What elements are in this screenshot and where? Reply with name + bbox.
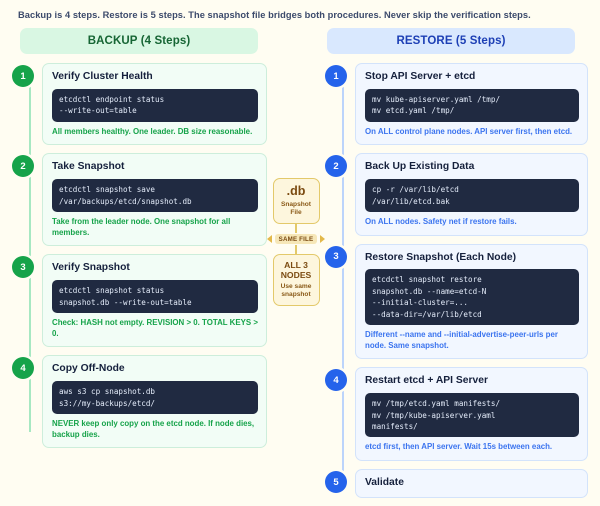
- restore-step-4: 4 Restart etcd + API Server mv /tmp/etcd…: [325, 367, 588, 462]
- backup-column-header: BACKUP (4 Steps): [20, 28, 258, 54]
- restore-step-list: 1 Stop API Server + etcd mv kube-apiserv…: [325, 63, 588, 498]
- all-nodes-line1: ALL 3: [284, 260, 308, 271]
- backup-column: BACKUP (4 Steps) 1 Verify Cluster Health…: [12, 28, 267, 456]
- snapshot-file-extension: .db: [286, 184, 306, 198]
- step-note: Different --name and --initial-advertise…: [365, 330, 558, 350]
- step-command-block: etcdctl snapshot status snapshot.db --wr…: [52, 280, 258, 313]
- restore-step-3: 3 Restore Snapshot (Each Node) etcdctl s…: [325, 243, 588, 360]
- step-note: NEVER keep only copy on the etcd node. I…: [52, 418, 255, 439]
- step-card: Copy Off-Node aws s3 cp snapshot.db s3:/…: [42, 355, 267, 449]
- intro-text: Backup is 4 steps. Restore is 5 steps. T…: [18, 10, 531, 20]
- backup-step-3: 3 Verify Snapshot etcdctl snapshot statu…: [12, 254, 267, 348]
- step-title: Verify Cluster Health: [52, 71, 153, 82]
- step-title: Stop API Server + etcd: [365, 71, 476, 82]
- step-card: Restore Snapshot (Each Node) etcdctl sna…: [355, 243, 588, 360]
- step-number-badge: 2: [12, 155, 34, 178]
- step-title: Back Up Existing Data: [365, 161, 475, 173]
- step-command-block: etcdctl endpoint status --write-out=tabl…: [52, 88, 258, 122]
- step-number-badge: 2: [325, 155, 347, 178]
- bridge-connector-bottom: [295, 245, 297, 255]
- step-number-badge: 4: [12, 357, 34, 380]
- step-card: Verify Cluster Health etcdctl endpoint s…: [42, 63, 267, 146]
- arrow-right-icon: [320, 235, 326, 244]
- step-title: Verify Snapshot: [52, 262, 130, 274]
- step-number-badge: 1: [325, 65, 347, 87]
- snapshot-file-label: Snapshot File: [280, 200, 312, 216]
- step-note: Check: HASH not empty. REVISION > 0. TOT…: [52, 317, 258, 338]
- etcd-backup-restore-infographic: Backup is 4 steps. Restore is 5 steps. T…: [12, 10, 588, 498]
- step-number-badge: 5: [325, 471, 347, 494]
- same-file-label: SAME FILE: [274, 234, 318, 245]
- step-title: Validate: [365, 477, 404, 489]
- restore-column-header: RESTORE (5 Steps): [327, 28, 575, 54]
- backup-step-list: 1 Verify Cluster Health etcdctl endpoint…: [12, 63, 267, 449]
- backup-step-2: 2 Take Snapshot etcdctl snapshot save /v…: [12, 153, 267, 247]
- step-title: Take Snapshot: [52, 161, 125, 173]
- step-title: Copy Off-Node: [52, 363, 125, 375]
- step-command-block: etcdctl snapshot save /var/backups/etcd/…: [52, 179, 258, 212]
- bridge-column: .db Snapshot File SAME FILE ALL 3 NODES …: [266, 28, 326, 307]
- step-note: On ALL control plane nodes. API server f…: [365, 126, 573, 136]
- backup-step-1: 1 Verify Cluster Health etcdctl endpoint…: [12, 63, 267, 146]
- step-command-block: cp -r /var/lib/etcd /var/lib/etcd.bak: [365, 179, 579, 212]
- snapshot-file-badge: .db Snapshot File: [272, 178, 320, 225]
- columns-grid: BACKUP (4 Steps) 1 Verify Cluster Health…: [12, 28, 588, 506]
- all-nodes-line2: NODES: [280, 270, 312, 281]
- step-card: Verify Snapshot etcdctl snapshot status …: [42, 254, 267, 348]
- step-command-block: mv kube-apiserver.yaml /tmp/ mv etcd.yam…: [365, 88, 579, 122]
- restore-timeline-rail: [342, 75, 344, 482]
- step-card: Validate: [355, 469, 588, 498]
- step-card: Stop API Server + etcd mv kube-apiserver…: [355, 63, 588, 146]
- step-command-block: aws s3 cp snapshot.db s3://my-backups/et…: [52, 381, 258, 414]
- same-file-connector: SAME FILE: [266, 234, 326, 245]
- restore-step-1: 1 Stop API Server + etcd mv kube-apiserv…: [325, 63, 588, 146]
- step-note: Take from the leader node. One snapshot …: [52, 216, 231, 237]
- backup-step-4: 4 Copy Off-Node aws s3 cp snapshot.db s3…: [12, 355, 267, 449]
- step-note: All members healthy. One leader. DB size…: [52, 126, 253, 136]
- step-number-badge: 3: [325, 245, 347, 268]
- step-note: etcd first, then API server. Wait 15s be…: [365, 442, 553, 452]
- restore-step-2: 2 Back Up Existing Data cp -r /var/lib/e…: [325, 153, 588, 236]
- restore-step-5: 5 Validate: [325, 469, 588, 498]
- step-title: Restart etcd + API Server: [365, 375, 488, 387]
- all-nodes-badge: ALL 3 NODES Use same snapshot: [272, 254, 320, 307]
- step-title: Restore Snapshot (Each Node): [365, 251, 517, 263]
- all-nodes-sublabel: Use same snapshot: [280, 282, 312, 299]
- step-command-block: etcdctl snapshot restore snapshot.db --n…: [365, 269, 579, 326]
- step-number-badge: 4: [325, 369, 347, 392]
- step-number-badge: 1: [12, 65, 34, 87]
- restore-column: RESTORE (5 Steps) 1 Stop API Server + et…: [325, 28, 588, 506]
- step-card: Restart etcd + API Server mv /tmp/etcd.y…: [355, 367, 588, 462]
- backup-timeline-rail: [29, 75, 31, 433]
- step-card: Back Up Existing Data cp -r /var/lib/etc…: [355, 153, 588, 236]
- bridge-connector-top: [295, 224, 297, 234]
- arrow-left-icon: [266, 235, 272, 244]
- step-note: On ALL nodes. Safety net if restore fail…: [365, 216, 517, 226]
- step-number-badge: 3: [12, 256, 34, 279]
- step-card: Take Snapshot etcdctl snapshot save /var…: [42, 153, 267, 247]
